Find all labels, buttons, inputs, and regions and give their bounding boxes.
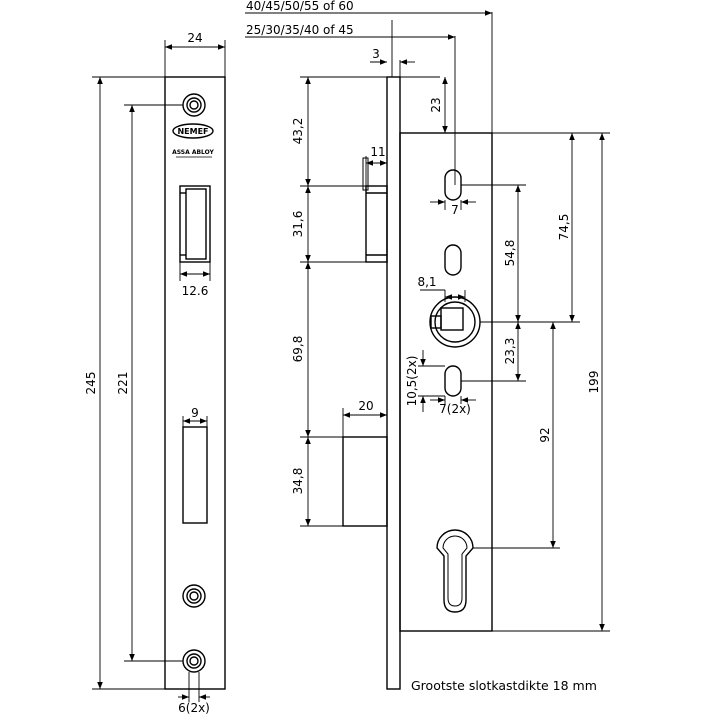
dim-hub-diameter: 8,1 xyxy=(417,275,436,289)
dim-backset-b: 25/30/35/40 of 45 xyxy=(246,23,354,37)
upper-slot xyxy=(444,169,462,201)
deadbolt xyxy=(342,436,388,527)
dim-case-height: 199 xyxy=(587,371,601,394)
dim-hub-to-cylinder: 92 xyxy=(538,427,552,442)
dim-faceplate-width: 24 xyxy=(187,31,202,45)
drawing-caption: Grootste slotkastdikte 18 mm xyxy=(411,678,597,693)
logo-text: NEMEF xyxy=(177,127,208,136)
faceplate-outline xyxy=(164,76,226,690)
latch-opening xyxy=(179,185,211,263)
faceplate-side xyxy=(386,76,401,690)
dim-latch-height: 31,6 xyxy=(291,211,305,238)
dim-bolt-height: 34,8 xyxy=(291,468,305,495)
dim-slot-to-hub: 54,8 xyxy=(503,240,517,267)
lock-case xyxy=(399,132,493,632)
middle-slot xyxy=(444,244,462,276)
bottom-screw-icon xyxy=(182,584,206,608)
dim-bolt-width: 9 xyxy=(191,406,199,420)
nemef-logo xyxy=(172,123,214,139)
cylinder-profile xyxy=(436,529,474,613)
dim-middle-gap: 69,8 xyxy=(291,336,305,363)
dim-latch-depth: 11 xyxy=(370,145,385,159)
dim-upper-offset: 43,2 xyxy=(291,118,305,145)
dim-lower-slot-width: 7(2x) xyxy=(439,402,471,416)
bolt-opening xyxy=(182,426,208,524)
faceplate-view xyxy=(164,76,226,690)
logo-subtext: ASSA ABLOY xyxy=(172,149,214,156)
dim-screw-hole: 6(2x) xyxy=(178,701,210,714)
dim-backset-a: 40/45/50/55 of 60 xyxy=(246,0,354,13)
dim-latch-width: 12.6 xyxy=(182,284,209,298)
dim-screw-spacing: 221 xyxy=(116,372,130,395)
lower-slot xyxy=(444,365,462,397)
dim-total-height: 245 xyxy=(84,372,98,395)
top-screw-icon xyxy=(182,93,206,117)
dim-top-to-slot: 23 xyxy=(429,97,443,112)
dim-top-to-hub: 74,5 xyxy=(557,214,571,241)
dim-lower-slot-height: 10,5(2x) xyxy=(405,356,419,407)
dim-slot-width: 7 xyxy=(451,203,459,217)
latch xyxy=(362,157,388,263)
dim-faceplate-thickness: 3 xyxy=(372,47,380,61)
follower-hub xyxy=(429,296,481,348)
bottom-screw-2-icon xyxy=(182,649,206,673)
dim-bolt-depth: 20 xyxy=(358,399,373,413)
dim-hub-to-slot: 23,3 xyxy=(503,338,517,365)
